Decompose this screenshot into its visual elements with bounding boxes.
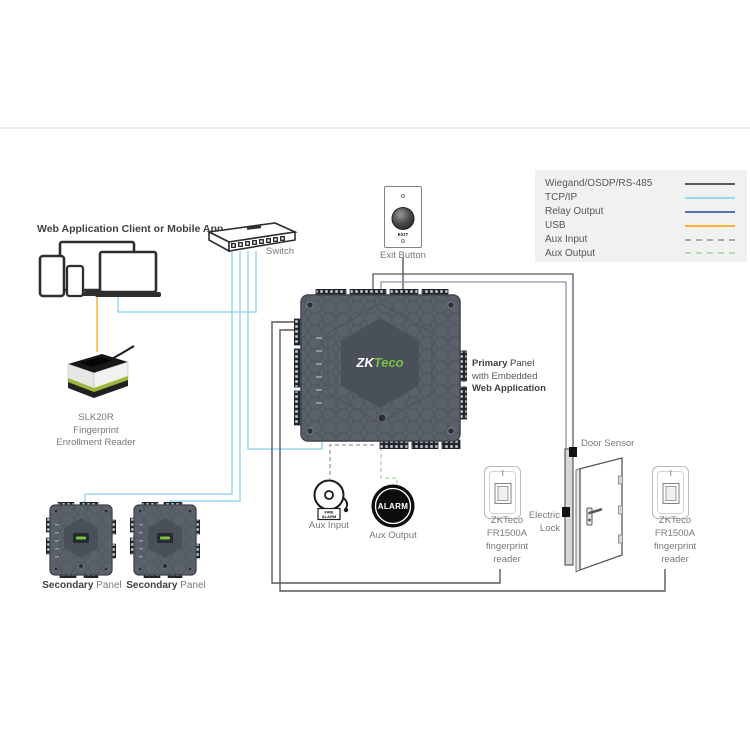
zkteco-logo-mini (160, 536, 170, 540)
legend-label: USB (545, 220, 566, 232)
legend-row-tcpip: TCP/IP (545, 191, 737, 205)
primary-panel-label-line2: with Embedded (472, 370, 538, 382)
legend-row-aux-input: Aux Input (545, 233, 737, 247)
fr1500a-right-line3: fingerprint (653, 541, 697, 552)
status-leds (316, 337, 322, 404)
wire-panel-to-door-sensor (372, 273, 574, 449)
legend-label: Aux Output (545, 247, 596, 259)
secondary-panel-2-icon (130, 502, 200, 578)
network-switch-icon (206, 222, 298, 253)
slk20r-icon (67, 345, 135, 398)
legend-line-sample-wiegand (685, 182, 735, 185)
primary-panel-label-bold: Primary (472, 358, 508, 369)
fr1500a-right-line1: ZKTeco (658, 515, 692, 526)
zkteco-logo-mini (76, 536, 86, 540)
legend-row-relay: Relay Output (545, 205, 737, 219)
legend-line-sample-aux-input (685, 238, 735, 241)
wire-relay-panel-to-electric-lock (380, 281, 567, 508)
legend-line-sample-tcpip (685, 196, 735, 199)
fr1500a-left-line3: fingerprint (485, 541, 529, 552)
aux-input-label: Aux Input (308, 520, 350, 531)
client-devices-icon (38, 240, 161, 298)
electric-lock-icon (562, 507, 570, 517)
secondary-panel-1-label: Secondary Panel (42, 580, 122, 593)
alarm-text: ALARM (378, 502, 408, 511)
legend-line-sample-usb (685, 224, 735, 227)
legend-row-aux-output: Aux Output (545, 246, 737, 260)
secondary-panel-2-label-bold: Secondary (126, 580, 178, 591)
fr1500a-right-label: ZKTeco FR1500A fingerprint reader (645, 514, 705, 566)
slk20r-label-line1: SLK20R (78, 412, 114, 423)
primary-panel-icon: ZKTeco (294, 289, 467, 449)
reader-led-slot (501, 470, 504, 476)
exit-button-label: Exit Button (380, 250, 426, 261)
secondary-panel-1-label-rest: Panel (93, 580, 122, 591)
legend-label: Relay Output (545, 206, 604, 218)
electric-lock-label: Electric Lock (518, 510, 560, 535)
slk20r-label-line2: Fingerprint (73, 424, 119, 436)
fr1500a-left-label: ZKTeco FR1500A fingerprint reader (477, 514, 537, 566)
screw-icon (401, 194, 405, 198)
legend: Wiegand/OSDP/RS-485 TCP/IP Relay Output … (535, 170, 747, 262)
wire-aux-output-to-alarm (380, 447, 398, 485)
wire-wiegand-panel-to-reader-right (279, 329, 666, 592)
legend-label: Aux Input (545, 234, 588, 245)
wire-aux-input-to-fire-alarm (329, 444, 374, 479)
door-hinges (618, 475, 623, 544)
fire-alarm-text-line2: ALARM (322, 514, 337, 519)
web-client-title: Web Application Client or Mobile App (37, 223, 224, 235)
fire-alarm-bell-icon: FIRE ALARM (313, 479, 349, 521)
fingerprint-sensor (662, 483, 679, 504)
exit-button-icon: EXIT (384, 186, 422, 248)
fire-alarm-text-line1: FIRE (324, 510, 333, 515)
tamper-button (377, 413, 387, 423)
primary-panel-label: Primary Panel with Embedded Web Applicat… (472, 358, 567, 396)
switch-label: Switch (266, 246, 294, 257)
legend-line-sample-relay (685, 210, 735, 213)
door-handle-icon (586, 507, 603, 526)
fr1500a-reader-left-icon (484, 466, 521, 519)
corner-screws (306, 301, 455, 435)
secondary-panel-1-label-bold: Secondary (42, 580, 94, 591)
wire-tcpip-laptop-to-switch (117, 251, 257, 313)
top-divider (0, 127, 750, 129)
secondary-panel-1-icon (46, 502, 116, 578)
secondary-panel-2-label: Secondary Panel (126, 580, 206, 593)
electric-lock-line2: Lock (539, 522, 560, 534)
door-sensor-icon (569, 447, 577, 457)
door-sensor-label: Door Sensor (581, 438, 635, 449)
screw-icon (401, 239, 405, 243)
legend-row-wiegand: Wiegand/OSDP/RS-485 (545, 177, 737, 191)
door-icon (562, 447, 623, 573)
electric-lock-line1: Electric (528, 510, 560, 521)
primary-panel-label-rest: Panel (507, 358, 535, 369)
reader-led-slot (669, 470, 672, 476)
fr1500a-left-line1: ZKTeco (490, 515, 524, 526)
legend-label: TCP/IP (545, 192, 578, 204)
fr1500a-right-line4: reader (661, 554, 689, 565)
wire-tcpip-switch-to-primary-panel (247, 251, 323, 450)
fr1500a-right-line2: FR1500A (654, 528, 696, 539)
primary-panel-label-line3: Web Application (472, 383, 546, 394)
exit-push-button (391, 207, 415, 230)
aux-output-label: Aux Output (369, 530, 417, 541)
zkteco-logo: ZKTeco (355, 355, 403, 370)
fr1500a-left-line2: FR1500A (486, 528, 528, 539)
legend-line-sample-aux-output (685, 252, 735, 255)
secondary-panel-2-label-rest: Panel (177, 580, 206, 591)
slk20r-label-line3: Enrollment Reader (56, 437, 136, 448)
legend-row-usb: USB (545, 219, 737, 233)
wire-tcpip-switch-to-secondary-panel-1 (84, 251, 233, 504)
fingerprint-sensor (494, 483, 511, 504)
fr1500a-left-line4: reader (493, 554, 521, 565)
wire-tcpip-switch-to-secondary-panel-2 (169, 251, 241, 504)
alarm-icon: ALARM (371, 484, 415, 528)
exit-button-text: EXIT (397, 232, 409, 237)
slk20r-label: SLK20R Fingerprint Enrollment Reader (46, 412, 146, 450)
fr1500a-reader-right-icon (652, 466, 689, 519)
wire-wiegand-panel-to-reader-left (271, 321, 501, 584)
legend-label: Wiegand/OSDP/RS-485 (545, 178, 653, 190)
